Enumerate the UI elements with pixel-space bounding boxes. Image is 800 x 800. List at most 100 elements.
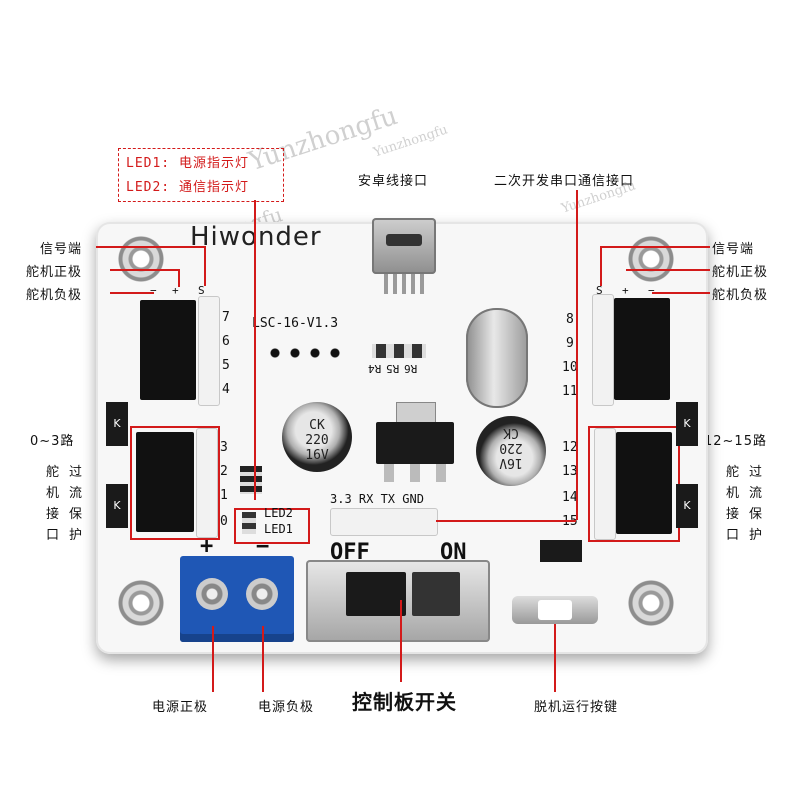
right-servo-neg-label: 舵机负极	[712, 288, 769, 303]
pin-sig-label: S	[198, 284, 205, 297]
led-components	[240, 466, 262, 494]
terminal-minus: −	[256, 534, 270, 559]
pin-neg-label: −	[150, 284, 157, 297]
right-pin-neg-label: −	[648, 284, 655, 297]
crystal-oscillator	[466, 308, 528, 408]
terminal-plus: +	[200, 534, 214, 559]
right-num-8: 8	[566, 312, 574, 327]
left-signal-label: 信号端	[40, 242, 83, 257]
serial-port-label: 二次开发串口通信接口	[494, 174, 635, 189]
micro-usb-port[interactable]	[372, 218, 436, 274]
offline-run-button-cap[interactable]	[538, 600, 572, 620]
regulator-legs	[384, 464, 446, 482]
servo-header-left-top[interactable]	[140, 300, 196, 400]
model-label: LSC-16-V1.3	[252, 316, 339, 331]
left-bottom-highlight	[130, 426, 220, 540]
offline-run-diode	[540, 540, 582, 562]
left-num-4: 4	[222, 382, 230, 397]
right-num-12: 12	[562, 440, 578, 455]
line-offline	[554, 624, 556, 692]
servo-jst-right-bottom	[594, 428, 616, 540]
right-num-11: 11	[562, 384, 578, 399]
line-left-signal	[96, 246, 206, 248]
capacitor-left: CK 220 16V	[282, 402, 352, 472]
right-signal-label: 信号端	[712, 242, 755, 257]
terminal-screw-pos[interactable]	[196, 578, 228, 610]
line-right-signal-v	[600, 246, 602, 286]
mounting-hole	[628, 236, 674, 282]
left-num-6: 6	[222, 334, 230, 349]
micro-usb-opening	[386, 234, 422, 246]
led-smd	[242, 512, 256, 534]
led2-legend: LED2: 通信指示灯	[126, 180, 249, 195]
left-num-3: 3	[220, 440, 228, 455]
left-protect-label: 舵机接口 过流保护	[46, 465, 83, 543]
servo-jst-left-bottom	[196, 428, 218, 538]
usb-pins	[384, 274, 424, 294]
led1-silk: LED1	[264, 522, 293, 536]
right-num-14: 14	[562, 490, 578, 505]
servo-header-left-bottom[interactable]	[136, 432, 194, 532]
android-port-label: 安卓线接口	[358, 174, 429, 189]
fuse-left-top: K	[106, 402, 128, 446]
offline-button-label: 脱机运行按键	[534, 700, 619, 715]
led2-silk: LED2	[264, 506, 293, 520]
led1-legend: LED1: 电源指示灯	[126, 156, 249, 171]
line-left-pos	[110, 269, 180, 271]
line-right-neg	[652, 292, 710, 294]
led-dots	[270, 348, 340, 358]
resistor-r4: R4	[368, 362, 382, 375]
slide-switch-knob[interactable]	[346, 572, 406, 616]
line-led-legend	[254, 200, 256, 500]
capacitor-right: 16V 220 CK	[476, 416, 546, 486]
resistor-r5: R5	[386, 362, 400, 375]
line-power-neg	[262, 626, 264, 692]
led-highlight	[234, 508, 310, 544]
servo-header-right-top[interactable]	[614, 298, 670, 400]
fuse-left-bottom: K	[106, 484, 128, 528]
led-legend-box	[118, 148, 284, 202]
resistor-r6: R6	[404, 362, 418, 375]
fuse-right-top: K	[676, 402, 698, 446]
right-num-9: 9	[566, 336, 574, 351]
line-serial-h	[436, 520, 576, 522]
right-servo-pos-label: 舵机正极	[712, 265, 769, 280]
right-protect-label: 舵机接口 过流保护	[726, 465, 763, 543]
right-num-10: 10	[562, 360, 578, 375]
right-bottom-highlight	[588, 426, 680, 542]
servo-jst-left-top	[198, 296, 220, 406]
right-pin-pos-label: +	[622, 284, 629, 297]
line-left-neg	[110, 292, 154, 294]
left-num-0: 0	[220, 514, 228, 529]
switch-label: 控制板开关	[352, 690, 457, 714]
line-switch	[400, 600, 402, 682]
terminal-screw-neg[interactable]	[246, 578, 278, 610]
right-range-label: 12~15路	[704, 434, 767, 449]
voltage-regulator-tab	[396, 402, 436, 424]
line-serial	[576, 190, 578, 520]
right-num-13: 13	[562, 464, 578, 479]
serial-pins-label: 3.3 RX TX GND	[330, 492, 424, 506]
slide-switch-knob-right	[412, 572, 460, 616]
left-num-1: 1	[220, 488, 228, 503]
power-pos-label: 电源正极	[152, 700, 209, 715]
mounting-hole	[628, 580, 674, 626]
left-servo-pos-label: 舵机正极	[26, 265, 83, 280]
power-neg-label: 电源负极	[258, 700, 315, 715]
line-right-pos	[626, 269, 710, 271]
left-servo-neg-label: 舵机负极	[26, 288, 83, 303]
left-num-2: 2	[220, 464, 228, 479]
left-num-7: 7	[222, 310, 230, 325]
serial-connector[interactable]	[330, 508, 438, 536]
line-left-signal-v	[204, 246, 206, 286]
servo-header-right-bottom[interactable]	[616, 432, 672, 534]
smd-resistors	[372, 344, 426, 358]
servo-jst-right-top	[592, 294, 614, 406]
line-power-pos	[212, 626, 214, 692]
line-right-signal	[600, 246, 710, 248]
right-pin-sig-label: S	[596, 284, 603, 297]
line-left-pos-v	[178, 269, 180, 287]
fuse-right-bottom: K	[676, 484, 698, 528]
pin-pos-label: +	[172, 284, 179, 297]
left-num-5: 5	[222, 358, 230, 373]
